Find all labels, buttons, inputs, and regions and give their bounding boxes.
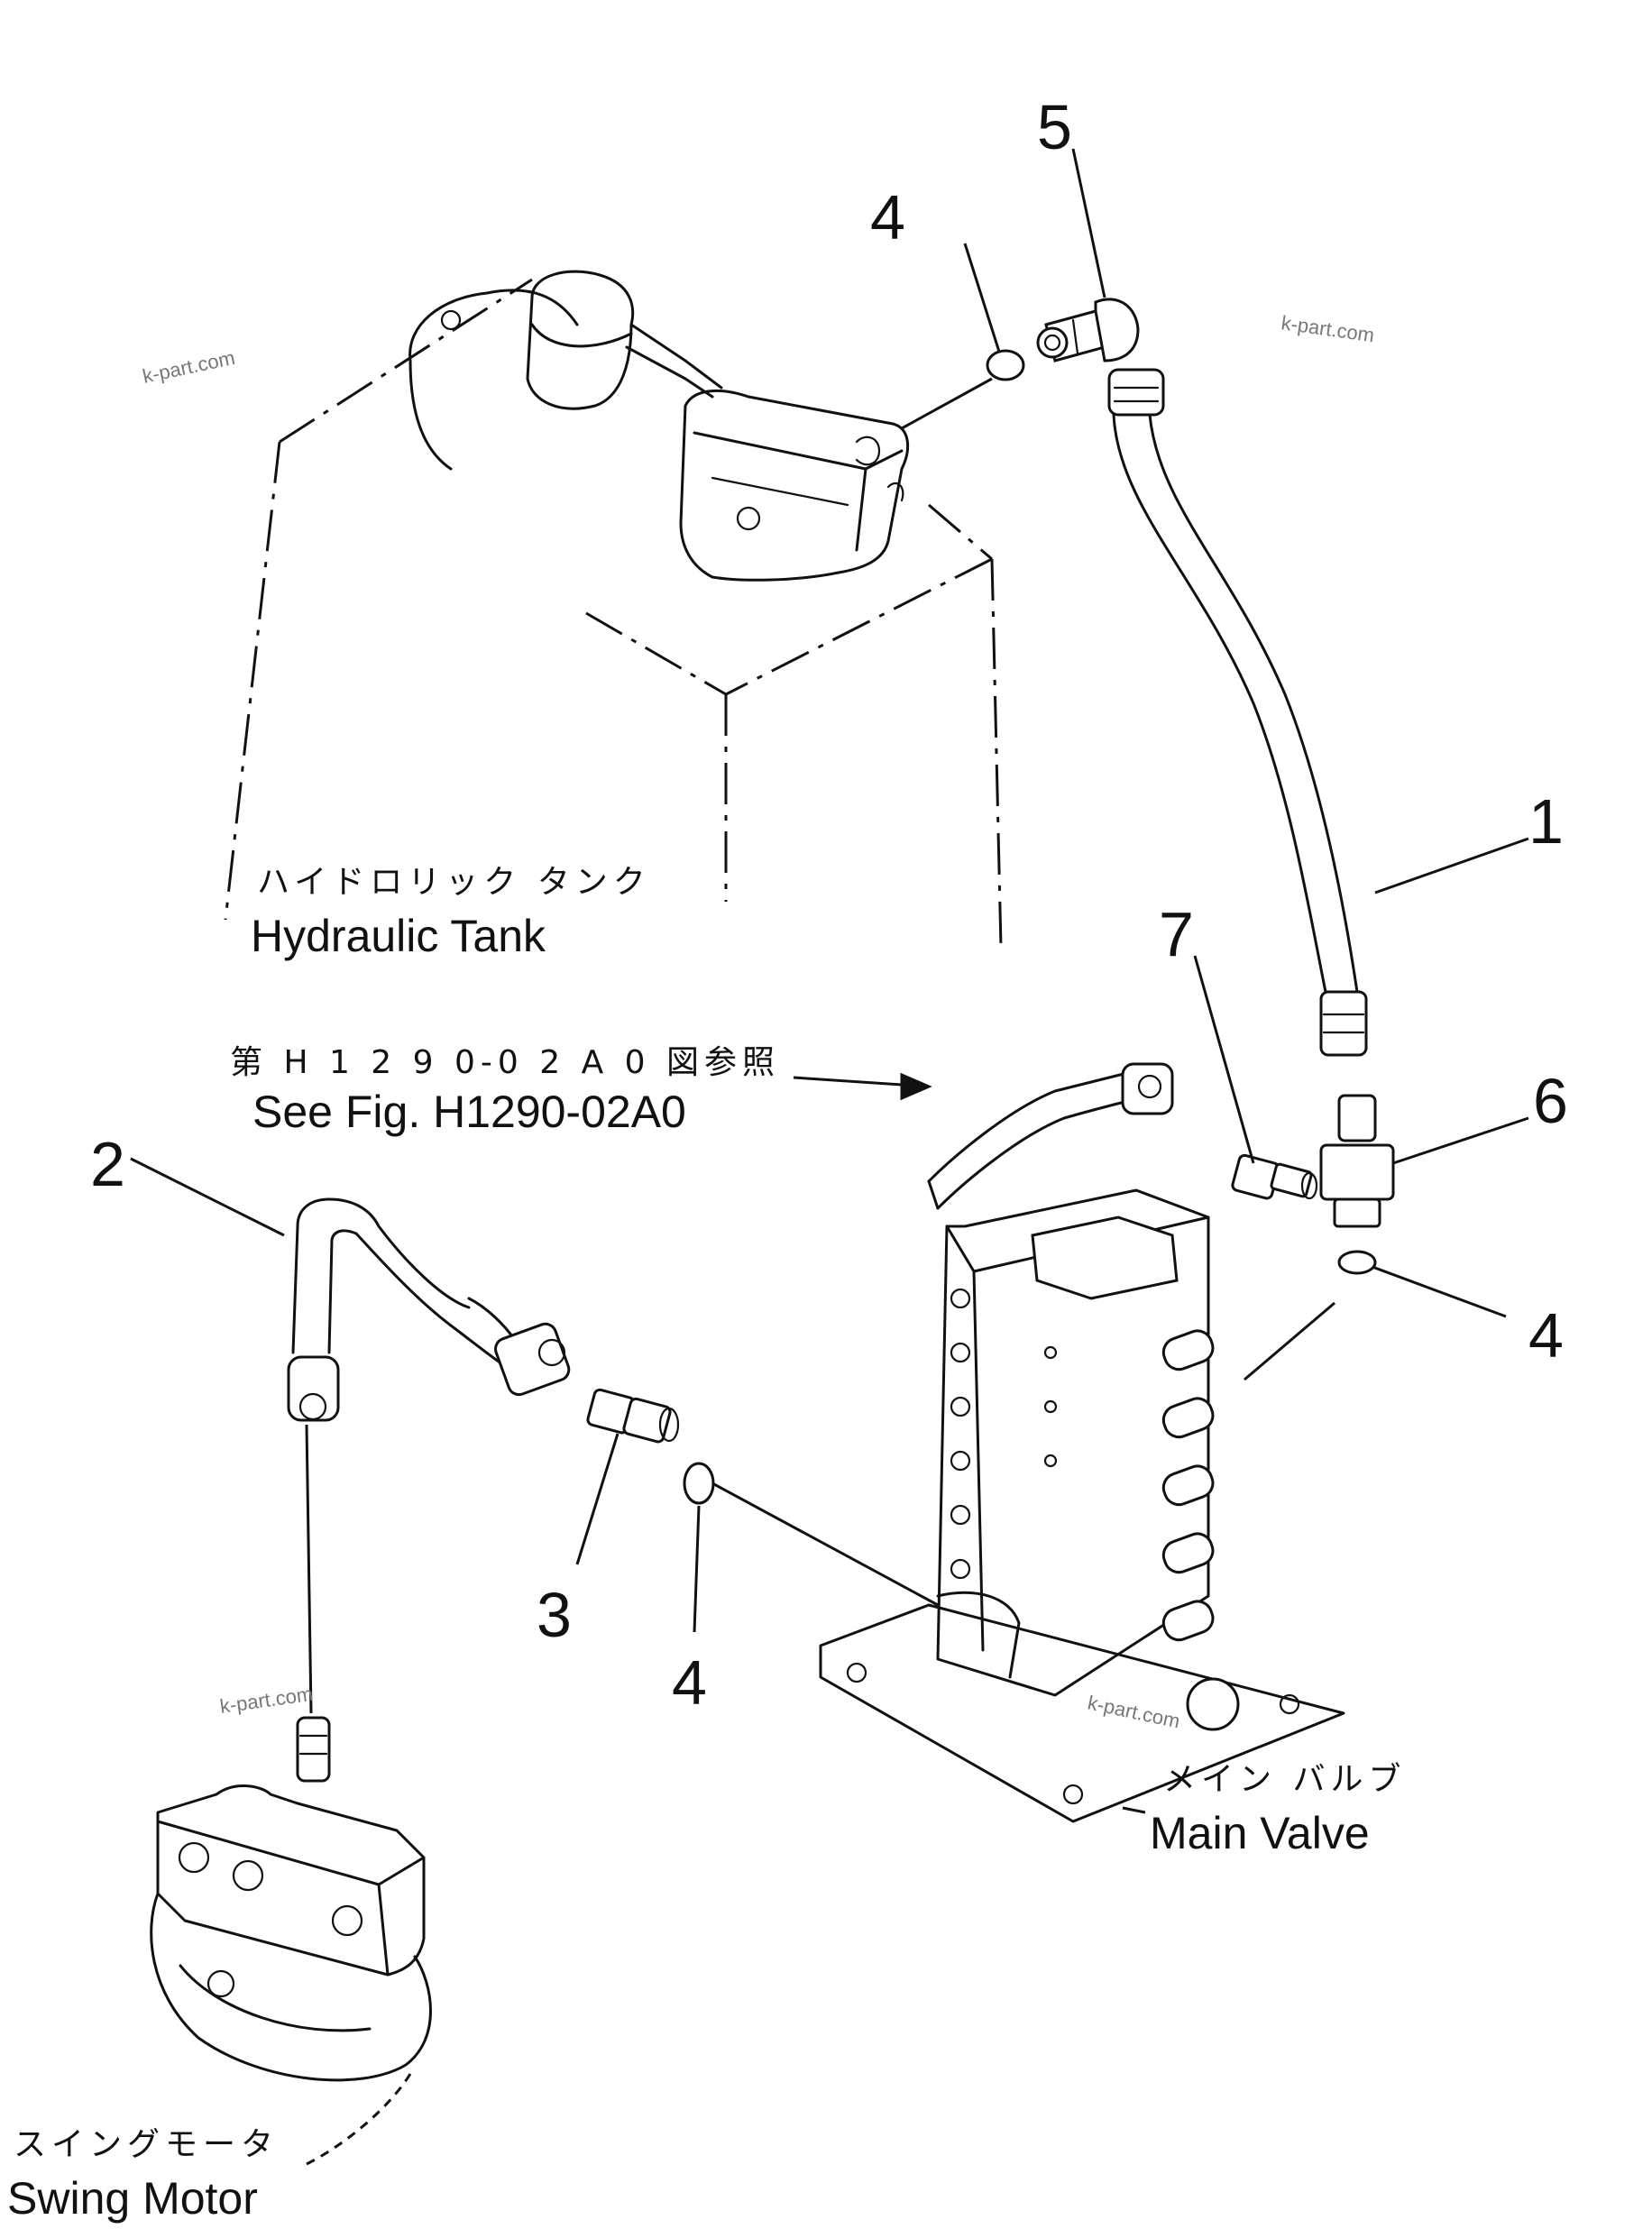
- hose-2: [287, 1197, 571, 1422]
- callout-4-top: 4: [870, 182, 905, 252]
- main-valve: [819, 1188, 1345, 1823]
- fitting-3: [586, 1388, 680, 1444]
- o-ring-4-bottom: [683, 1462, 715, 1505]
- see-fig-label-jp: 第 H 1 2 9 0-0 2 A 0 図参照: [230, 1044, 780, 1081]
- callout-2: 2: [90, 1129, 125, 1199]
- callout-3: 3: [537, 1580, 572, 1650]
- o-ring-4-right: [1337, 1250, 1377, 1275]
- callout-7: 7: [1159, 899, 1194, 969]
- swing-motor-label-jp: スイングモータ: [14, 2126, 279, 2163]
- bolt-heads: [950, 1288, 1058, 1580]
- elbow-fitting-5: [1036, 298, 1140, 362]
- spool-ends: [1161, 1329, 1215, 1642]
- main-valve-label-jp: メイン バルブ: [1163, 1761, 1406, 1798]
- o-ring-4-top: [986, 349, 1025, 381]
- connecting-hose: [927, 1062, 1174, 1210]
- swing-motor-label: Swing Motor: [7, 2173, 258, 2224]
- hydraulic-tank-label-jp: ハイドロリック タンク: [257, 864, 651, 901]
- adapter-7: [1231, 1153, 1318, 1200]
- check-valve-6: [1319, 1094, 1395, 1228]
- callout-4-bottom: 4: [672, 1647, 707, 1718]
- watermark: k-part.com: [141, 346, 237, 388]
- watermark: k-part.com: [1086, 1691, 1182, 1732]
- swing-motor: [150, 1716, 432, 2082]
- watermark: k-part.com: [218, 1683, 314, 1718]
- hydraulic-tank: [224, 270, 1003, 948]
- hydraulic-tank-label: Hydraulic Tank: [251, 911, 546, 961]
- leader-lines: [130, 148, 1529, 2166]
- watermark: k-part.com: [1280, 311, 1375, 346]
- callout-5: 5: [1037, 92, 1072, 162]
- hose-1: [1107, 368, 1368, 1057]
- see-fig-label: See Fig. H1290-02A0: [252, 1087, 686, 1137]
- callout-4-right: 4: [1528, 1300, 1564, 1371]
- callout-6: 6: [1533, 1066, 1568, 1136]
- main-valve-label: Main Valve: [1150, 1808, 1370, 1858]
- callout-1: 1: [1528, 786, 1564, 857]
